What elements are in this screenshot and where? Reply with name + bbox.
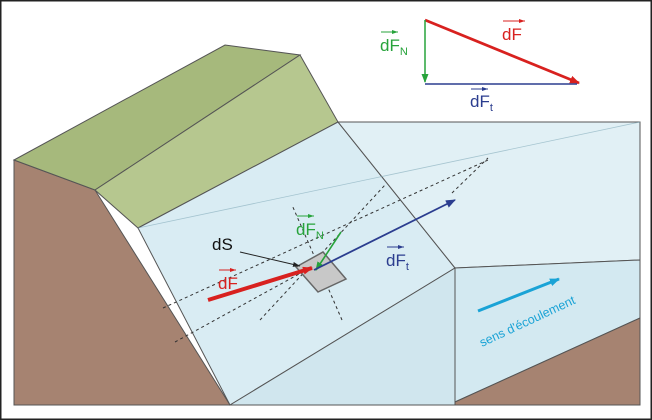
svg-text:dF: dF bbox=[218, 274, 238, 293]
svg-text:dFN: dFN bbox=[380, 36, 408, 58]
label-dS: dS bbox=[212, 235, 233, 254]
flow-direction-arrow bbox=[477, 277, 560, 313]
tangent-dashed-line bbox=[174, 267, 311, 343]
svg-text:dFt: dFt bbox=[470, 92, 493, 114]
dFN-vector bbox=[315, 231, 342, 271]
water-front-face bbox=[228, 267, 456, 406]
label-triangle-dFN: dFN bbox=[380, 30, 408, 58]
svg-text:dF: dF bbox=[502, 25, 522, 44]
surface-element-dS bbox=[294, 251, 348, 293]
triangle-dF bbox=[424, 18, 580, 85]
dF-vector bbox=[207, 266, 313, 302]
label-surface-dFN: dFN bbox=[296, 214, 324, 242]
vector-triangle bbox=[421, 18, 580, 85]
svg-text:dFt: dFt bbox=[386, 251, 409, 273]
label-triangle-dF: dF bbox=[502, 19, 525, 44]
label-surface-dF: dF bbox=[218, 268, 238, 293]
terrain bbox=[12, 44, 641, 406]
svg-text:dFN: dFN bbox=[296, 220, 324, 242]
label-triangle-dFt: dFt bbox=[470, 87, 493, 114]
label-surface-dFt: dFt bbox=[386, 245, 409, 273]
upper-dashed-line bbox=[451, 157, 489, 194]
water-level-line bbox=[137, 121, 641, 229]
dFt-vector bbox=[313, 199, 456, 271]
dS-pointer bbox=[239, 251, 301, 267]
